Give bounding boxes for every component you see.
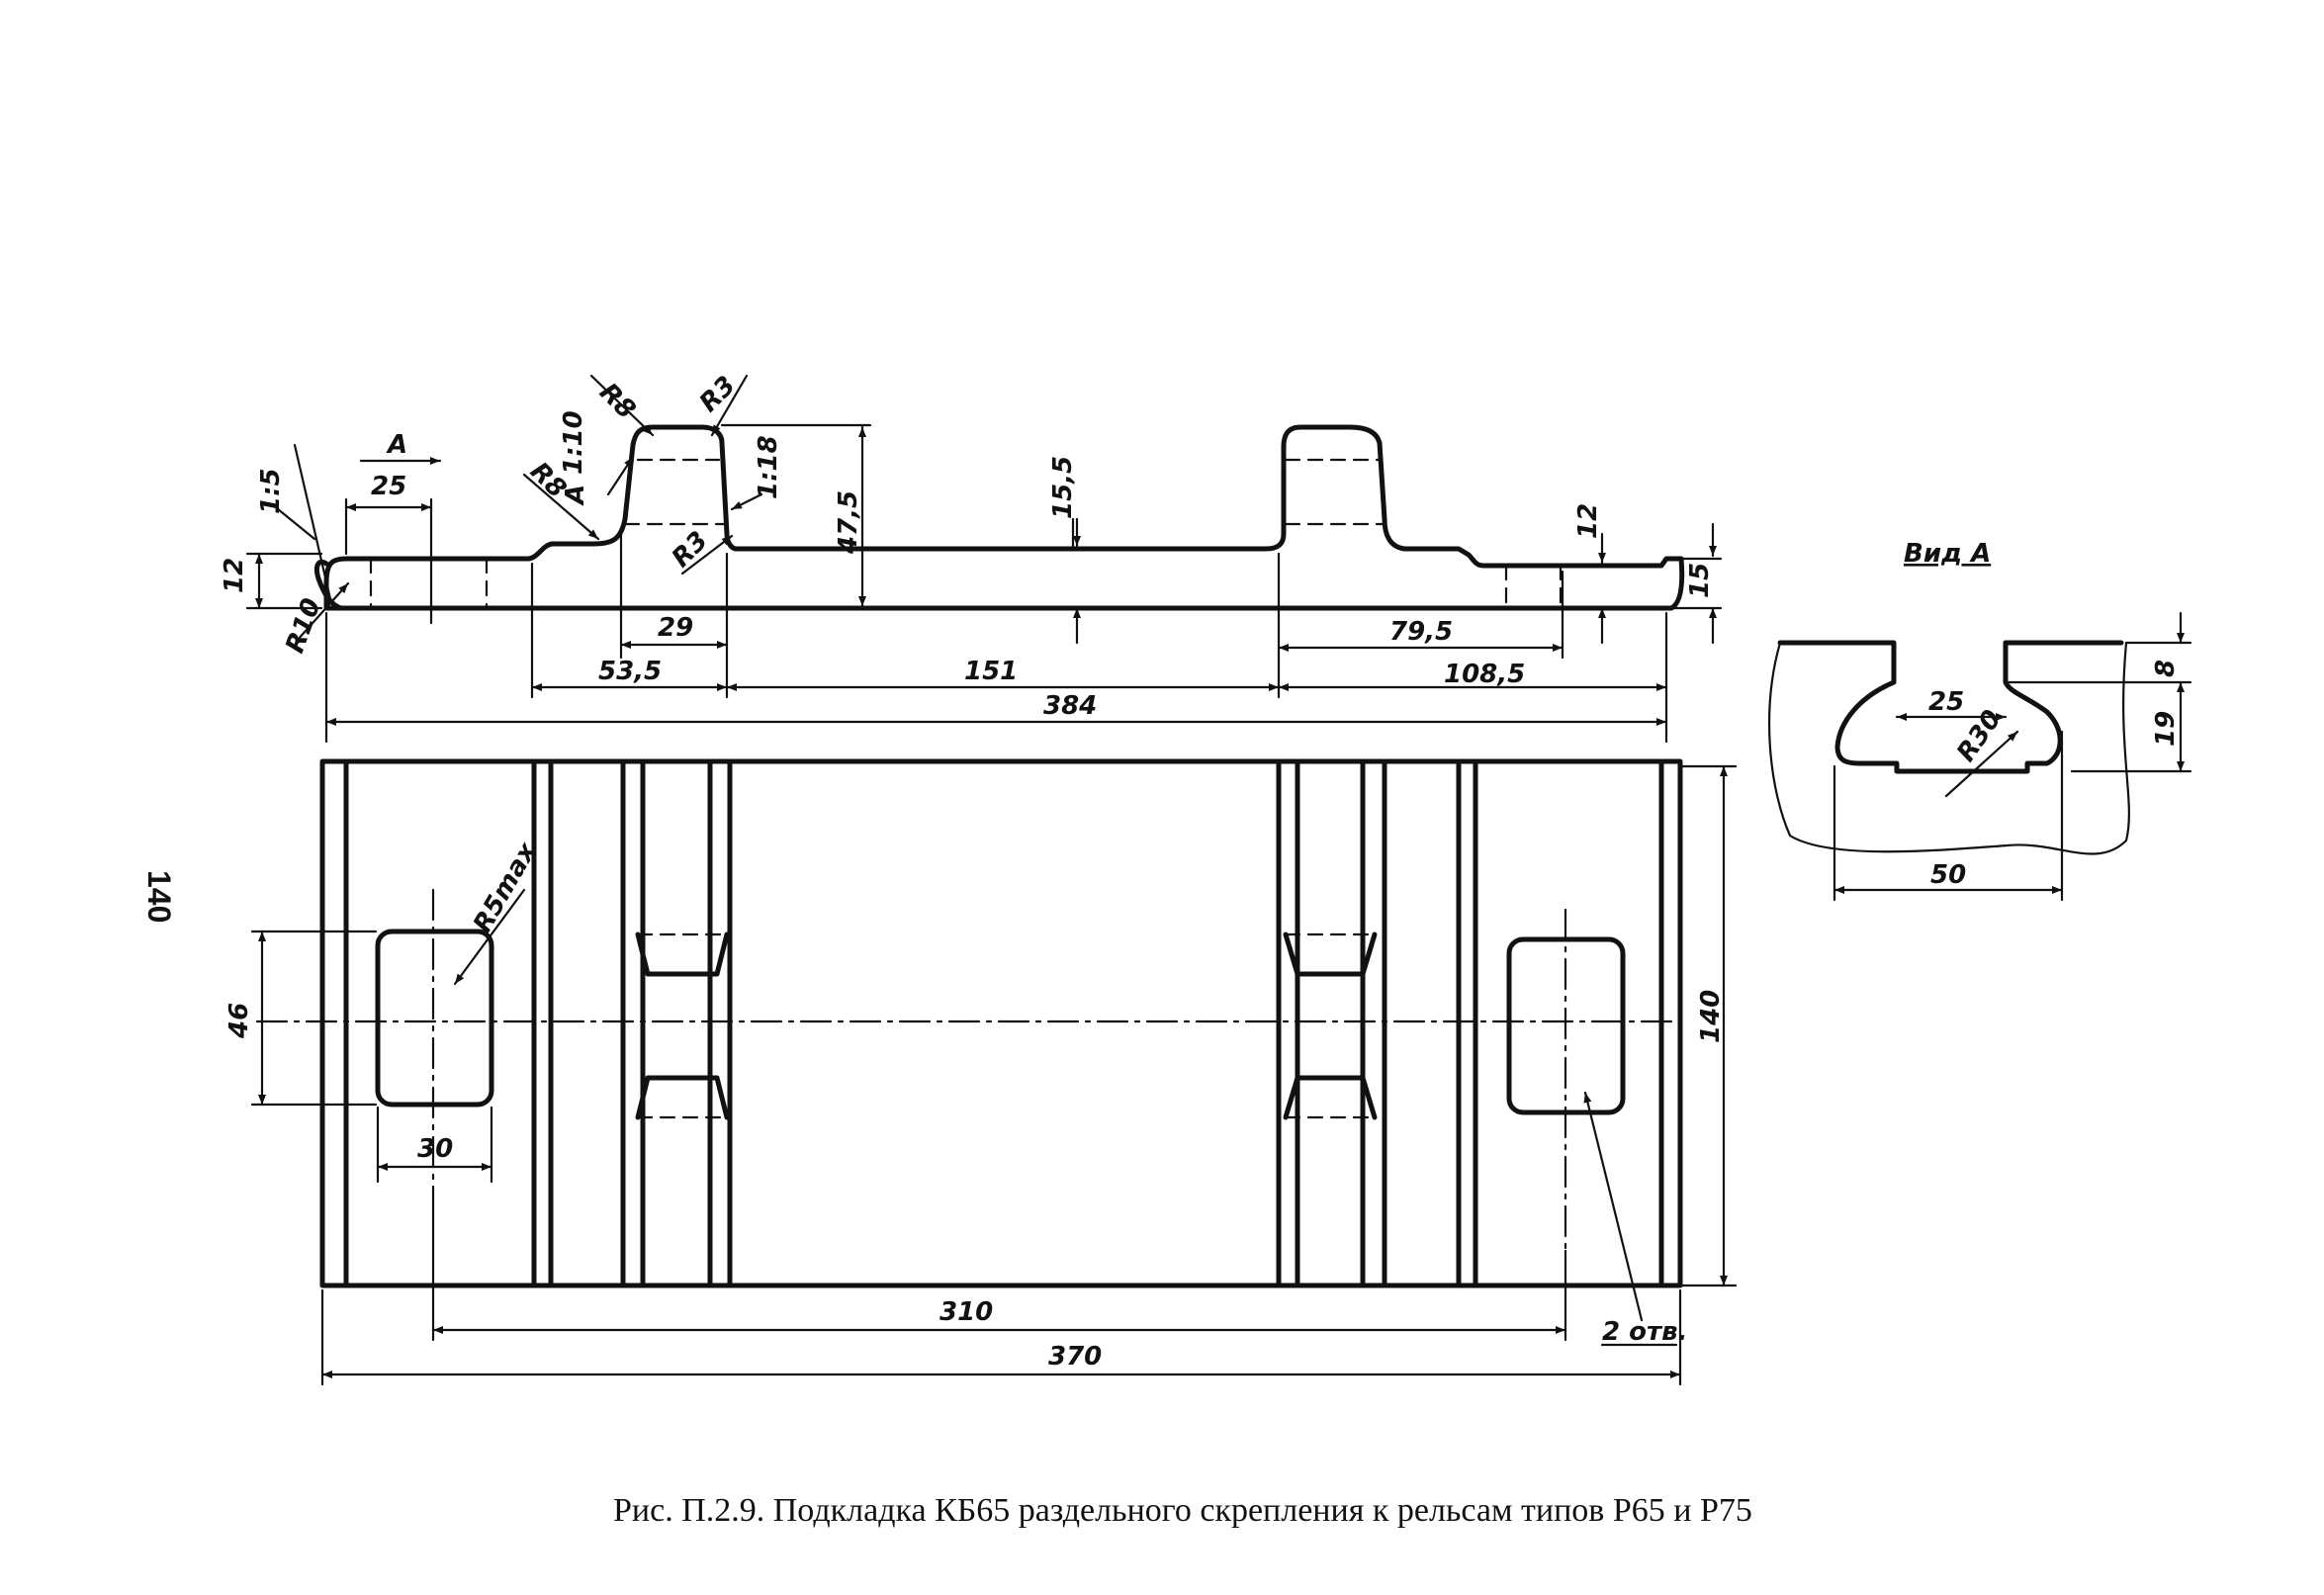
leader-r30: [1944, 730, 2019, 798]
leader-r3-top: [710, 374, 749, 437]
leader-r8-side: [522, 473, 600, 541]
dim-15-5: 15,5: [1048, 456, 1078, 519]
dim-30: 30: [417, 1134, 453, 1164]
extension-lines: [245, 423, 1723, 744]
leader-r10: [295, 581, 350, 643]
holes-note: 2 отв.: [1602, 1317, 1687, 1347]
dim-310: 310: [939, 1297, 993, 1327]
dim-108-5: 108,5: [1444, 660, 1525, 689]
dimension-lines: [255, 374, 1717, 726]
radius-r3-side: R3: [667, 526, 714, 574]
view-a-dim-25: 25: [1928, 687, 1964, 717]
dim-29: 29: [658, 613, 693, 643]
leader-holes: [1583, 1091, 1644, 1322]
dim-46: 46: [224, 1003, 254, 1039]
plan-vertical-lines: [343, 758, 1664, 1288]
dim-53-5: 53,5: [598, 657, 662, 686]
slope-1-10-mark: А: [561, 485, 590, 506]
view-a-dim-50: 50: [1930, 860, 1966, 890]
view-a-dim-8: 8: [2151, 660, 2181, 677]
dim-79-5: 79,5: [1389, 617, 1453, 647]
dim-15: 15: [1685, 563, 1715, 598]
plan-extension-lines: [250, 764, 1738, 1386]
plan-view: R5max 46 30 140 310 370 2 отв.: [224, 758, 1738, 1386]
leader-r3-side: [680, 534, 734, 576]
dim-12-left: 12: [220, 558, 249, 593]
dim-12-right: 12: [1573, 503, 1603, 539]
page-number: 140: [141, 870, 177, 923]
leader-r5max: [453, 888, 526, 986]
plan-dimension-lines: [258, 764, 1728, 1378]
dim-25: 25: [371, 472, 406, 501]
leader-slope-1-10: [606, 455, 635, 496]
dim-151: 151: [964, 657, 1018, 686]
dim-384: 384: [1043, 691, 1097, 721]
rib-notches: [635, 931, 1378, 1120]
dim-47-5: 47,5: [834, 490, 863, 555]
center-lines: [255, 888, 1683, 1253]
dim-140: 140: [1696, 990, 1726, 1043]
plan-outline: [319, 758, 1683, 1288]
leader-1-5: [293, 443, 333, 605]
radius-r10: R10: [280, 594, 326, 657]
view-a: Вид А 25 R30 50 8 19: [1768, 539, 2192, 902]
view-a-lines: [1832, 611, 2192, 902]
slope-1-18: 1:18: [754, 435, 783, 499]
view-a-break: [1768, 641, 2130, 855]
profile-left-flare: [313, 559, 344, 611]
view-a-outline: [1777, 640, 2124, 774]
section-mark-a: А: [386, 430, 407, 460]
slope-1-5-mark: [270, 502, 316, 541]
rib-notch-hidden: [636, 932, 1377, 1119]
profile-view: А 25 1:5 12 R10 R8 R3 1:10 А R8 1:18 R3 …: [220, 371, 1723, 744]
view-a-dim-19: 19: [2151, 711, 2181, 747]
leader-slope-1-18: [730, 492, 763, 511]
left-slot-hole: [375, 929, 494, 1108]
radius-r3-top: R3: [694, 371, 742, 418]
profile-outline: [323, 424, 1685, 611]
dim-370: 370: [1048, 1342, 1102, 1372]
view-a-title: Вид А: [1904, 539, 1991, 569]
hidden-lines: [369, 458, 1563, 610]
leader-r8-top: [589, 374, 655, 437]
figure-caption: Рис. П.2.9. Подкладка КБ65 раздельного с…: [613, 1492, 1752, 1529]
slope-1-5: 1:5: [256, 468, 286, 514]
slope-1-10: 1:10: [559, 410, 588, 475]
